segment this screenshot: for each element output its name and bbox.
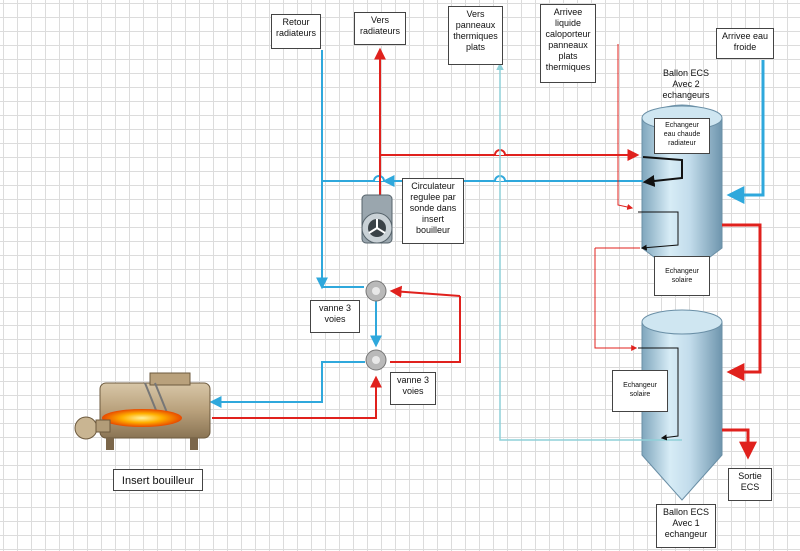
label-echangeur-solaire-bottom: Echangeur solaire — [612, 370, 668, 412]
label-ballon-ecs-1: Ballon ECS Avec 1 echangeur — [656, 504, 716, 548]
label-echangeur-solaire-top: Echangeur solaire — [654, 256, 710, 296]
label-vers-panneaux: Vers panneaux thermiques plats — [448, 6, 503, 65]
valve-icon-1 — [365, 280, 387, 302]
label-insert-bouilleur: Insert bouilleur — [113, 469, 203, 491]
tank-ballon-1 — [641, 309, 723, 501]
cold-pipes — [209, 50, 765, 408]
solar-pipe — [496, 62, 682, 441]
label-vanne-3-voies-2: vanne 3 voies — [390, 372, 436, 405]
pump-icon — [361, 194, 393, 244]
label-retour-radiateurs: Retour radiateurs — [271, 14, 321, 49]
boiler-icon — [74, 372, 211, 450]
label-vers-radiateurs: Vers radiateurs — [354, 12, 406, 45]
label-vanne-3-voies-1: vanne 3 voies — [310, 300, 360, 333]
hot-pipes — [212, 47, 762, 460]
label-arrivee-caloporteur: Arrivee liquide caloporteur panneaux pla… — [540, 4, 596, 83]
label-arrivee-eau-froide: Arrivee eau froide — [716, 28, 774, 59]
valve-icon-2 — [365, 349, 387, 371]
exchanger-coils — [638, 156, 683, 441]
caloporteur-pipes — [594, 44, 640, 351]
label-sortie-ecs: Sortie ECS — [728, 468, 772, 501]
label-ballon-ecs-2: Ballon ECS Avec 2 echangeurs — [662, 68, 710, 100]
label-echangeur-eau-chaude: Echangeur eau chaude radiateur — [654, 118, 710, 154]
label-circulateur: Circulateur regulee par sonde dans inser… — [402, 178, 464, 244]
